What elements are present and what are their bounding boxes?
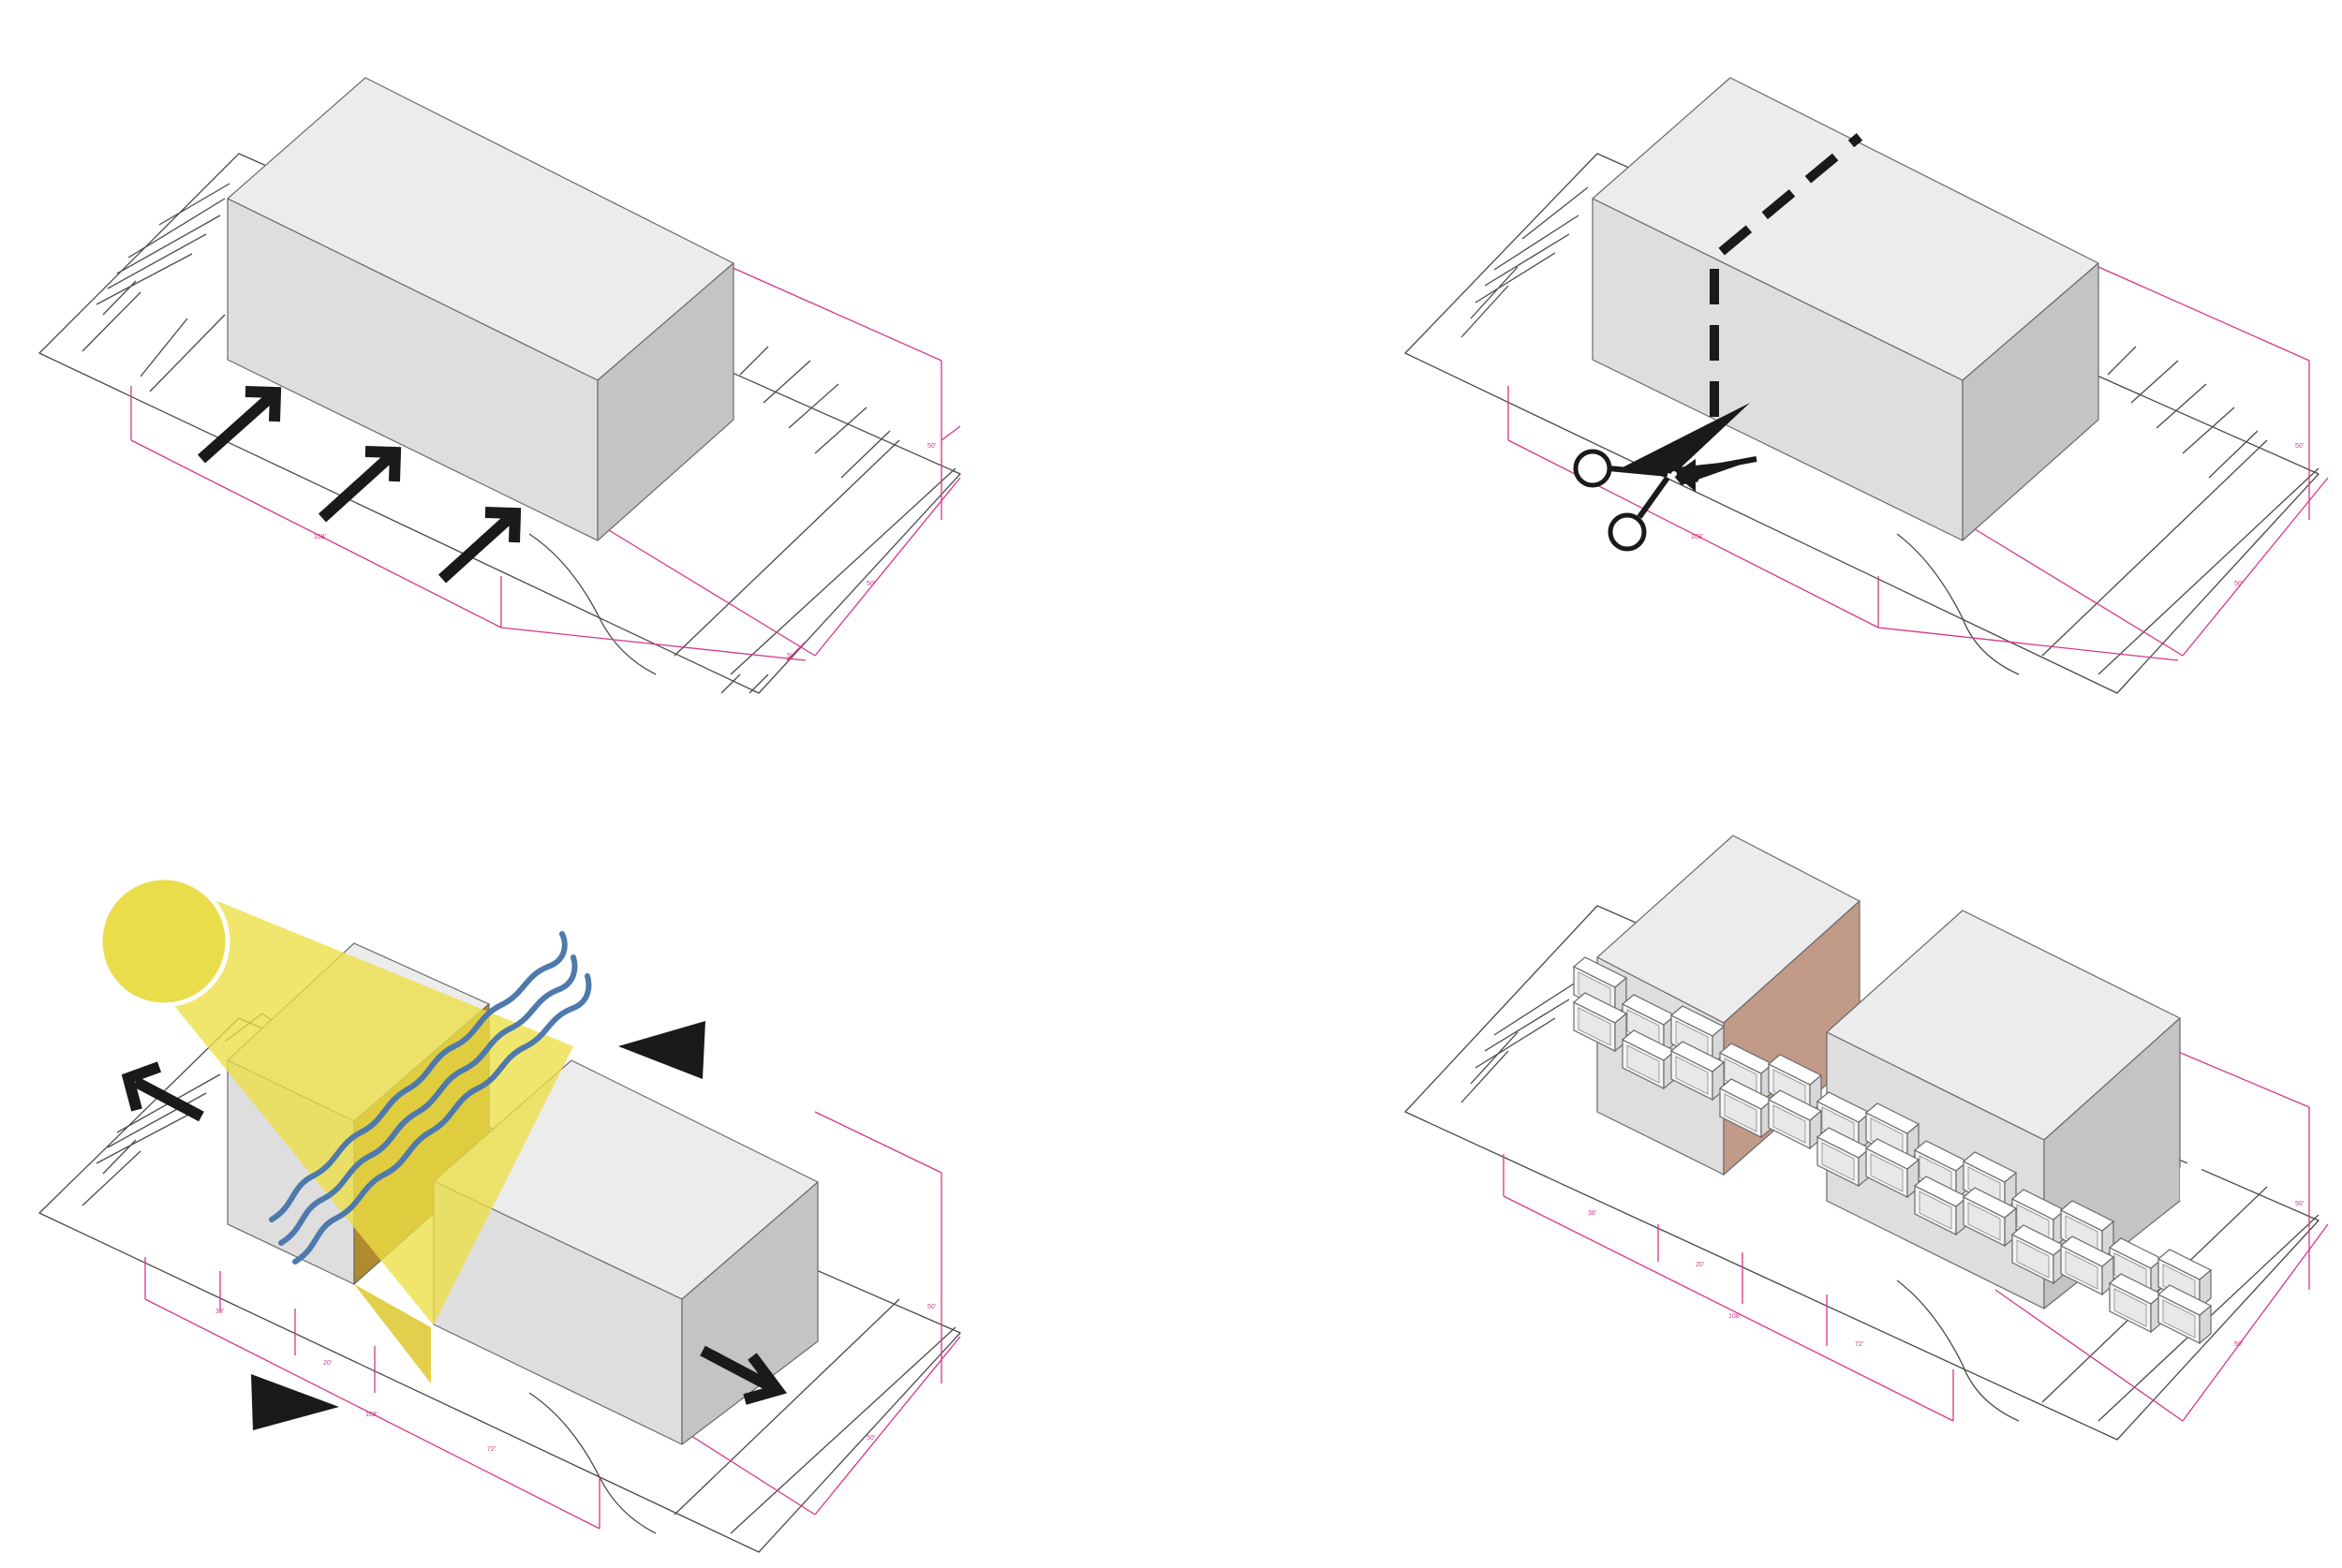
mass-side-face	[1962, 262, 2099, 541]
site-plan-lines	[38, 153, 961, 694]
mass-side-face	[597, 262, 734, 541]
building-mass	[1592, 77, 2099, 541]
module-unit	[2157, 1284, 2213, 1345]
module-unit	[1718, 1078, 1774, 1139]
module-unit	[1864, 1138, 1920, 1199]
panel-sun-wind: 38' 20' 108' 72' 50' 50'	[38, 875, 961, 1553]
dimension-label-seg-b: 20'	[1696, 1262, 1704, 1268]
dimension-label-seg-c: 72'	[1855, 1341, 1863, 1348]
dimension-label-height: 50'	[2295, 443, 2304, 450]
dimension-label-seg-a: 38'	[215, 1309, 224, 1315]
dimension-lines: 38' 20' 108' 72' 50' 50'	[144, 1111, 961, 1530]
sun-icon	[97, 875, 573, 1324]
arrow-icon	[700, 1345, 788, 1405]
dimension-lines: 108' 50' 50' 5'	[130, 266, 961, 661]
dimension-lines: 108' 50' 50'	[1507, 266, 2329, 661]
dimension-label-width: 50'	[867, 1435, 875, 1442]
panel-massing-cut: 108' 50' 50'	[1404, 77, 2329, 694]
triangle-marker-icon	[251, 1374, 339, 1430]
dimension-label-setback: 5'	[787, 653, 792, 659]
arrow-icon	[121, 1061, 204, 1122]
dimension-label-height: 50'	[927, 1304, 936, 1310]
dimension-label-seg-a: 38'	[1588, 1210, 1596, 1217]
module-unit	[1767, 1089, 1823, 1150]
arrow-icon	[318, 446, 402, 523]
arrow-icon	[437, 507, 522, 584]
dimension-label-height: 50'	[2295, 1201, 2304, 1207]
dimension-label-width: 50'	[2234, 581, 2243, 587]
building-mass	[227, 77, 734, 541]
dashed-cut-line	[1710, 133, 1863, 417]
scissors-icon	[1573, 403, 1757, 552]
site-plan-lines	[1404, 153, 2320, 694]
dimension-label-width: 50'	[2234, 1341, 2243, 1348]
panel-massing-access: 108' 50' 50' 5'	[38, 77, 961, 694]
module-grid	[1572, 956, 2213, 1345]
dimension-label-length: 108'	[314, 534, 326, 540]
dimension-label-seg-b: 20'	[323, 1360, 332, 1367]
dimension-label-length: 108'	[1691, 534, 1703, 540]
dimension-label-length: 108'	[365, 1412, 378, 1418]
module-unit	[1621, 1029, 1677, 1090]
arrow-icon	[198, 386, 282, 464]
wind-icon	[269, 931, 592, 1265]
dimension-label-height: 50'	[927, 443, 936, 450]
triangle-marker-icon	[618, 1021, 705, 1079]
dimension-label-seg-c: 72'	[487, 1446, 496, 1453]
panel-modules-courtyard: 38' 20' 108' 72' 50' 50'	[1404, 835, 2329, 1441]
module-unit	[1962, 1187, 2018, 1248]
dimension-label-width: 50'	[867, 581, 875, 587]
dimension-label-length: 108'	[1728, 1313, 1741, 1320]
access-arrows	[198, 386, 522, 584]
module-unit	[1816, 1127, 1872, 1188]
